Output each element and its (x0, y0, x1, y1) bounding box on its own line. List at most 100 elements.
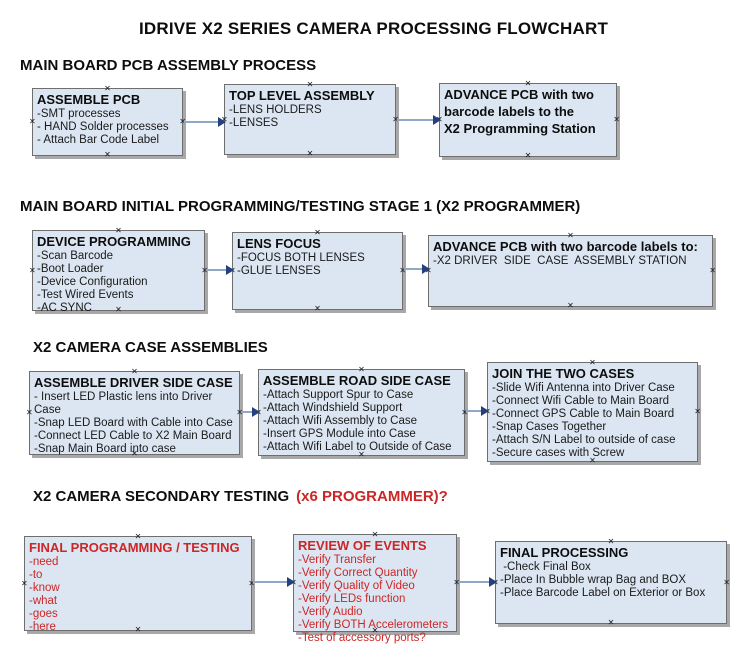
section-heading-secondary-testing: X2 CAMERA SECONDARY TESTING (x6 PROGRAMME… (33, 488, 448, 505)
box-item: -Snap LED Board with Cable into Case (34, 417, 233, 429)
arrowhead-icon (252, 407, 260, 417)
box-item: -goes (29, 608, 58, 620)
section-heading-programmer-question: (x6 PROGRAMMER)? (296, 488, 448, 505)
section-heading-case-assemblies: X2 CAMERA CASE ASSEMBLIES (33, 339, 268, 356)
connection-point-icon: ✕ (567, 301, 574, 310)
box-item: -what (29, 595, 58, 607)
box-items: -Attach Support Spur to Case-Attach Wind… (263, 389, 460, 454)
box-item: -Place Barcode Label on Exterior or Box (500, 587, 706, 599)
box-item: -Connect Wifi Cable to Main Board (492, 395, 670, 407)
box-item: -Verify Quality of Video (298, 580, 415, 592)
connector-arrow (404, 264, 430, 274)
box-item: -Connect GPS Cable to Main Board (492, 408, 675, 420)
box-item: -Snap Cases Together (492, 421, 607, 433)
flow-box-advance-pcb-case-assembly[interactable]: ✕ ✕ ✕ ✕ ADVANCE PCB with two barcode lab… (425, 232, 716, 310)
section-heading-initial-programming: MAIN BOARD INITIAL PROGRAMMING/TESTING S… (20, 198, 581, 215)
connector-arrow (206, 265, 234, 275)
connection-point-icon: ✕ (29, 265, 36, 275)
box-item: -Attach Wifi Assembly to Case (263, 415, 418, 427)
box-item: -LENSES (229, 117, 279, 129)
box-item: -SMT processes (37, 108, 121, 120)
flow-box-assemble-pcb[interactable]: ✕ ✕ ✕ ✕ ASSEMBLE PCB -SMT processes- HAN… (29, 85, 186, 159)
box-item: -Scan Barcode (37, 250, 114, 262)
box-items: - Insert LED Plastic lens into Driver Ca… (34, 391, 235, 456)
box-title: FINAL PROGRAMMING / TESTING (29, 540, 240, 555)
box-title: ADVANCE PCB with two barcode labels to t… (444, 87, 596, 136)
connection-point-icon: ✕ (26, 408, 33, 417)
connector-arrow (397, 115, 441, 125)
section-heading-secondary-testing-label: X2 CAMERA SECONDARY TESTING (33, 488, 290, 505)
box-item: -Test of accessory ports? (298, 632, 426, 644)
flow-box-top-level-assembly[interactable]: ✕ ✕ ✕ ✕ TOP LEVEL ASSEMBLY -LENS HOLDERS… (221, 81, 399, 158)
connector-arrow (184, 117, 226, 127)
box-items: -Scan Barcode-Boot Loader-Device Configu… (37, 250, 200, 315)
box-item: -Attach Support Spur to Case (263, 389, 414, 401)
connection-point-icon: ✕ (21, 578, 28, 588)
box-item: -to (29, 569, 43, 581)
box-item: -Attach Wifi Label to Outside of Case (263, 441, 452, 453)
box-item: -Verify Audio (298, 606, 363, 618)
box-item: -Verify Transfer (298, 554, 376, 566)
box-item: -Check Final Box (500, 561, 591, 573)
box-title: JOIN THE TWO CASES (492, 366, 635, 381)
arrowhead-icon (226, 265, 234, 275)
arrowhead-icon (218, 117, 226, 127)
flow-box-lens-focus[interactable]: ✕ ✕ ✕ ✕ LENS FOCUS -FOCUS BOTH LENSES-GL… (229, 229, 406, 313)
flow-box-join-the-two-cases[interactable]: ✕ ✕ ✕ ✕ JOIN THE TWO CASES -Slide Wifi A… (484, 359, 701, 465)
box-items: -Verify Transfer-Verify Correct Quantity… (298, 554, 452, 645)
connection-point-icon: ✕ (694, 407, 701, 416)
box-item: -GLUE LENSES (237, 265, 321, 277)
arrowhead-icon (489, 577, 497, 587)
arrowhead-icon (287, 577, 295, 587)
connector-arrow (466, 406, 489, 416)
box-title: TOP LEVEL ASSEMBLY (229, 88, 375, 103)
box-items: -FOCUS BOTH LENSES-GLUE LENSES (237, 252, 398, 278)
arrowhead-icon (481, 406, 489, 416)
box-item: -Place In Bubble wrap Bag and BOX (500, 574, 687, 586)
connection-point-icon: ✕ (314, 304, 321, 313)
box-items: -Slide Wifi Antenna into Driver Case-Con… (492, 382, 693, 460)
box-item: -Attach S/N Label to outside of case (492, 434, 676, 446)
flow-box-assemble-driver-side-case[interactable]: ✕ ✕ ✕ ✕ ASSEMBLE DRIVER SIDE CASE - Inse… (26, 368, 243, 458)
flow-box-final-programming-testing[interactable]: ✕ ✕ ✕ ✕ FINAL PROGRAMMING / TESTING -nee… (21, 533, 255, 634)
box-item: -Boot Loader (37, 263, 104, 275)
box-item: - Insert LED Plastic lens into Driver Ca… (34, 391, 216, 416)
flow-box-final-processing[interactable]: ✕ ✕ ✕ ✕ FINAL PROCESSING -Check Final Bo… (492, 538, 730, 627)
box-item: -here (29, 621, 56, 633)
box-title: FINAL PROCESSING (500, 545, 629, 560)
flow-box-review-of-events[interactable]: ✕ ✕ ✕ ✕ REVIEW OF EVENTS -Verify Transfe… (290, 531, 460, 645)
box-item: -Slide Wifi Antenna into Driver Case (492, 382, 675, 394)
box-item: -Snap Main Board into case (34, 443, 176, 455)
flow-box-assemble-road-side-case[interactable]: ✕ ✕ ✕ ✕ ASSEMBLE ROAD SIDE CASE -Attach … (255, 366, 468, 459)
box-items: -need-to-know-what-goes-here (29, 556, 247, 634)
connection-point-icon: ✕ (306, 149, 314, 158)
connection-point-icon: ✕ (29, 117, 36, 126)
flow-box-device-programming[interactable]: ✕ ✕ ✕ ✕ DEVICE PROGRAMMING -Scan Barcode… (29, 227, 208, 315)
box-item: - HAND Solder processes (37, 121, 169, 133)
connector-arrow (241, 407, 260, 417)
box-title: REVIEW OF EVENTS (298, 538, 427, 553)
box-item: -Test Wired Events (37, 289, 134, 301)
box-item: -Insert GPS Module into Case (263, 428, 416, 440)
box-title: ASSEMBLE PCB (37, 92, 141, 107)
connection-point-icon: ✕ (709, 266, 716, 275)
flow-box-advance-pcb-programming-station[interactable]: ✕ ✕ ✕ ✕ ADVANCE PCB with two barcode lab… (436, 80, 620, 160)
connection-point-icon: ✕ (607, 618, 615, 627)
box-item: - Attach Bar Code Label (37, 134, 160, 146)
connector-arrow (458, 577, 497, 587)
box-title: ASSEMBLE ROAD SIDE CASE (263, 373, 451, 388)
box-item: -need (29, 556, 59, 568)
box-title: LENS FOCUS (237, 236, 321, 251)
box-item: -Attach Windshield Support (263, 402, 403, 414)
box-item: -X2 DRIVER SIDE CASE ASSEMBLY STATION (433, 255, 687, 267)
connection-point-icon: ✕ (524, 151, 532, 160)
box-item: -Verify BOTH Accelerometers (298, 619, 449, 631)
box-item: -Device Configuration (37, 276, 148, 288)
box-item: -know (29, 582, 60, 594)
box-title: ADVANCE PCB with two barcode labels to: (433, 239, 698, 254)
box-item: -Connect LED Cable to X2 Main Board (34, 430, 232, 442)
box-item: -FOCUS BOTH LENSES (237, 252, 365, 264)
connection-point-icon: ✕ (104, 150, 111, 159)
box-item: -AC SYNC (37, 302, 92, 314)
box-item: -LENS HOLDERS (229, 104, 322, 116)
